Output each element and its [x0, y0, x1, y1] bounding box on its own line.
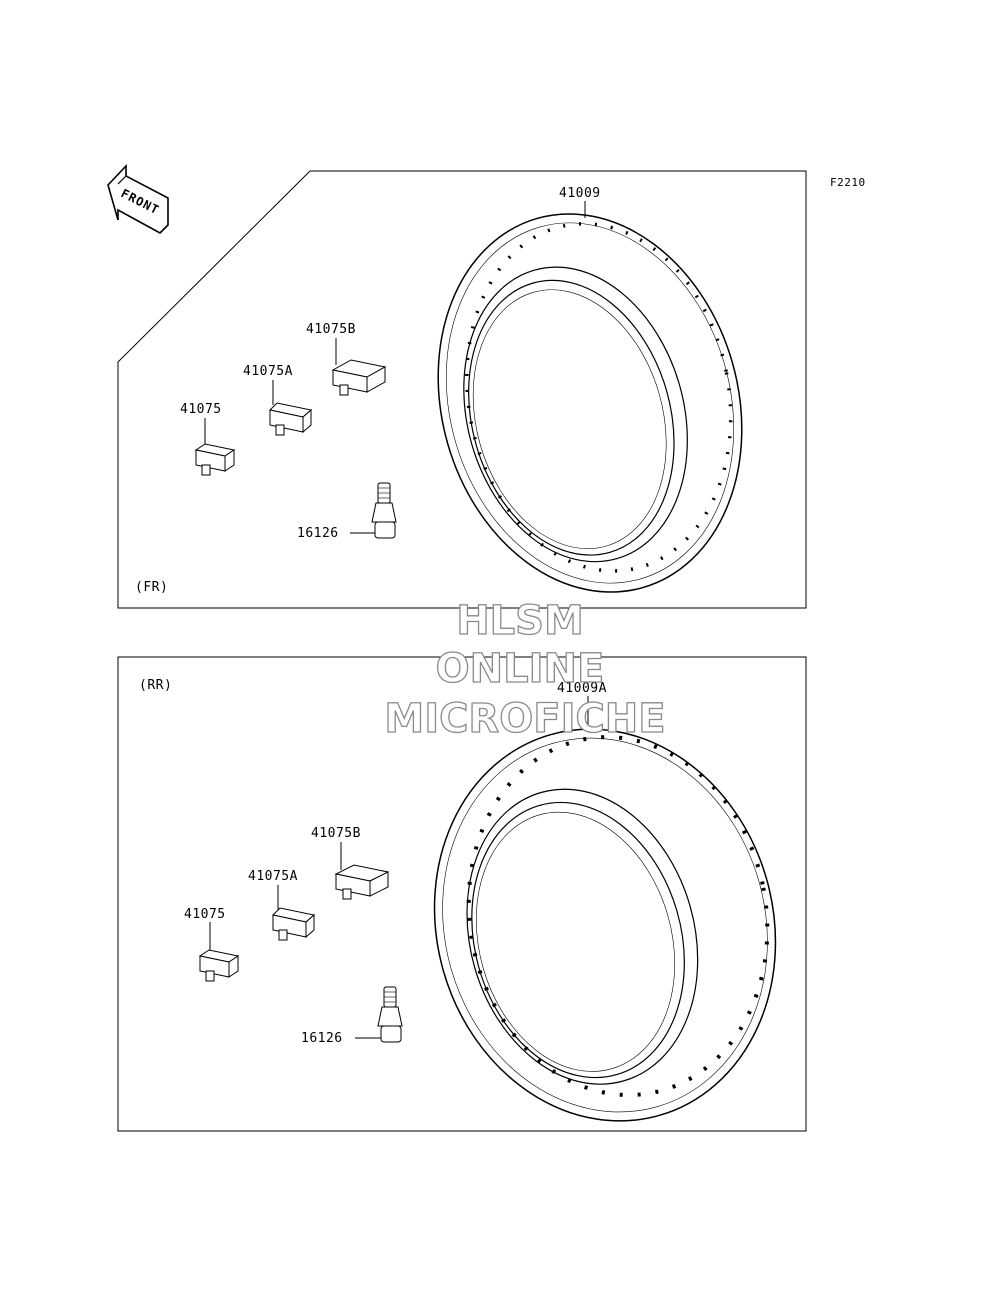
tire-valve [355, 986, 403, 1043]
front-valve-label: 16126 [297, 526, 339, 541]
front-panel [117, 170, 807, 609]
rear-tire-label: 41009A [557, 681, 607, 696]
front-weight-label: 41075 [180, 402, 222, 417]
rear-weight-b-label: 41075B [311, 826, 361, 841]
balance-weight [198, 922, 240, 982]
balance-weight-a [268, 380, 313, 436]
rear-section-label: (RR) [139, 678, 173, 693]
rear-valve-label: 16126 [301, 1031, 343, 1046]
figure-code: F2210 [830, 176, 866, 189]
balance-weight [194, 418, 236, 476]
watermark-line-3: MICROFICHE [384, 695, 667, 742]
balance-weight-b [334, 842, 390, 900]
rear-weight-label: 41075 [184, 907, 226, 922]
tire-valve [350, 482, 397, 539]
front-weight-a-label: 41075A [243, 364, 293, 379]
watermark-line-2: ONLINE [435, 645, 605, 692]
rear-panel [117, 656, 807, 1132]
front-tire [437, 213, 743, 593]
watermark-line-1: HLSM [456, 597, 585, 644]
front-section-label: (FR) [135, 580, 169, 595]
balance-weight-b [331, 338, 387, 396]
front-tire-label: 41009 [559, 186, 601, 201]
rear-tire [433, 728, 777, 1122]
front-arrow-icon: FRONT [107, 163, 169, 234]
rear-weight-a-label: 41075A [248, 869, 298, 884]
balance-weight-a [271, 885, 316, 941]
front-weight-b-label: 41075B [306, 322, 356, 337]
